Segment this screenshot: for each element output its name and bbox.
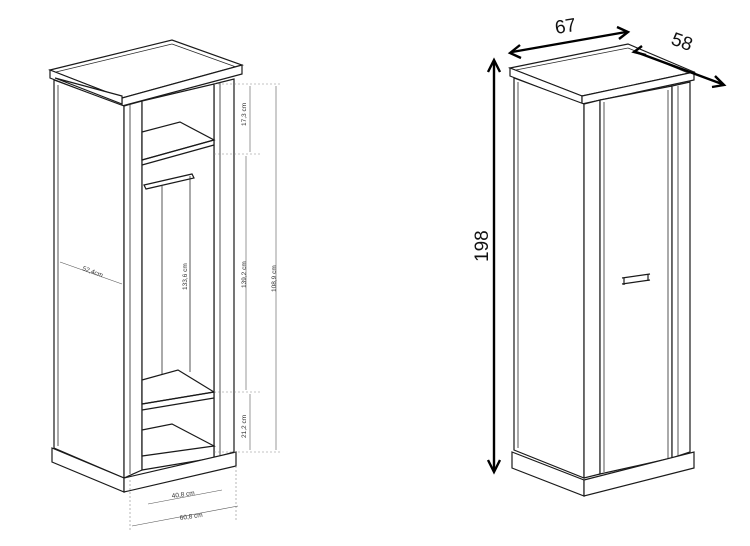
dim-outer-width: 60,8 cm <box>179 512 203 522</box>
closed-wardrobe-drawing: 67 58 198 <box>472 15 727 497</box>
dim-inner-width: 40,8 cm <box>171 490 195 500</box>
dim-total-inner: 108,9 cm <box>271 265 278 292</box>
dim-rail-height: 133,6 cm <box>182 263 189 290</box>
width-arrow-icon <box>507 25 631 60</box>
dim-top-gap: 17,3 cm <box>241 103 248 126</box>
dim-bottom-gap: 21,2 cm <box>241 415 248 438</box>
dim-height: 198 <box>472 230 493 262</box>
dim-middle-section: 139,2 cm <box>241 261 248 288</box>
dim-width: 67 <box>553 15 577 39</box>
door-handle-icon <box>621 273 651 285</box>
height-arrow-icon <box>486 57 502 475</box>
open-wardrobe-drawing: 17,3 cm 139,2 cm 21,2 cm 108,9 cm 133,6 … <box>48 39 282 530</box>
depth-arrow-icon <box>631 45 727 89</box>
dim-depth-outer: 58 <box>668 29 695 56</box>
